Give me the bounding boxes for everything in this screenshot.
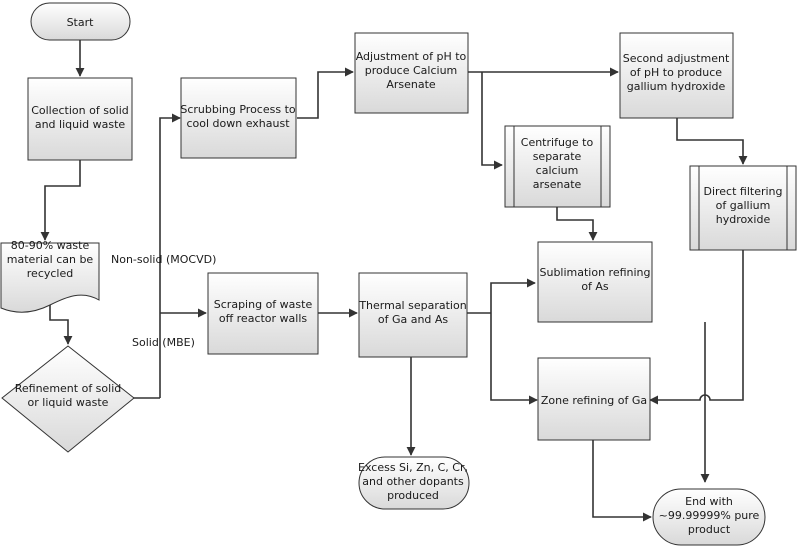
zone-label: Zone refining of Ga bbox=[541, 394, 647, 407]
edge-collection-recycled bbox=[40, 160, 81, 241]
scraping-label-line: Scraping of waste bbox=[214, 298, 313, 311]
adjust-ph-label-line: produce Calcium bbox=[365, 64, 458, 77]
adjust-ph-process bbox=[354, 32, 469, 114]
direct-filter-label-line: of gallium bbox=[716, 199, 771, 212]
refinement-label-line: or liquid waste bbox=[28, 396, 109, 409]
scrubbing-label-line: Scrubbing Process to bbox=[180, 103, 296, 116]
scraping-process bbox=[207, 272, 319, 355]
excess-label-line: produced bbox=[387, 489, 439, 502]
excess-terminal bbox=[358, 456, 470, 510]
collection-label-line: and liquid waste bbox=[35, 118, 126, 131]
edge-to-scrubbing bbox=[159, 113, 181, 398]
edge-adjust-centrifuge bbox=[481, 72, 503, 170]
direct-filter-label-line: Direct filtering bbox=[703, 185, 782, 198]
scrubbing-label-line: cool down exhaust bbox=[186, 117, 290, 130]
edge-label-solid: Solid (MBE) bbox=[132, 336, 195, 349]
centrifuge-label-line: Centrifuge to bbox=[521, 136, 594, 149]
edge-centrifuge-sublimation bbox=[556, 207, 598, 241]
thermal-label-line: Thermal separation bbox=[358, 299, 466, 312]
zone-label-line: Zone refining of Ga bbox=[541, 394, 647, 407]
end-terminal bbox=[652, 488, 766, 546]
centrifuge-subprocess bbox=[504, 125, 611, 208]
edge-thermal-zone bbox=[490, 313, 538, 405]
end-label-line: End with bbox=[685, 495, 733, 508]
connectors bbox=[40, 40, 748, 522]
sublimation-label-line: Sublimation refining bbox=[539, 266, 650, 279]
thermal-label-line: of Ga and As bbox=[378, 313, 449, 326]
centrifuge-label-line: calcium bbox=[536, 164, 579, 177]
collection-label-line: Collection of solid bbox=[31, 104, 129, 117]
refinement-label-line: Refinement of solid bbox=[15, 382, 122, 395]
sublimation-process bbox=[537, 241, 653, 323]
scrubbing-process bbox=[180, 77, 297, 159]
edge-recycled-refinement bbox=[49, 300, 73, 345]
end-label-line: ~99.99999% pure bbox=[659, 509, 760, 522]
second-adjust-process bbox=[619, 32, 734, 119]
edge-filter-zone bbox=[649, 250, 744, 405]
second-adjust-label-line: of pH to produce bbox=[630, 66, 722, 79]
adjust-ph-label-line: Adjustment of pH to bbox=[356, 50, 467, 63]
adjust-ph-label-line: Arsenate bbox=[386, 78, 436, 91]
zone-process bbox=[537, 357, 651, 441]
scraping-label-line: off reactor walls bbox=[219, 312, 308, 325]
direct-filter-subprocess bbox=[689, 165, 797, 251]
edge-label-non-solid: Non-solid (MOCVD) bbox=[111, 253, 216, 266]
recycled-label-line: 80-90% waste bbox=[11, 239, 90, 252]
end-label-line: product bbox=[688, 523, 731, 536]
recycled-document bbox=[0, 242, 100, 313]
second-adjust-label-line: Second adjustment bbox=[623, 52, 730, 65]
edge-scrubbing-adjust bbox=[297, 67, 354, 119]
direct-filter-label-line: hydroxide bbox=[716, 213, 771, 226]
recycled-label-line: material can be bbox=[7, 253, 94, 266]
start-label: Start bbox=[67, 16, 95, 29]
second-adjust-label-line: gallium hydroxide bbox=[627, 80, 726, 93]
start-terminal bbox=[30, 2, 131, 41]
centrifuge-label-line: separate bbox=[533, 150, 582, 163]
recycled-label-line: recycled bbox=[27, 267, 73, 280]
sublimation-label-line: of As bbox=[581, 280, 609, 293]
refinement-decision bbox=[1, 345, 135, 453]
edge-second-filter bbox=[676, 118, 748, 165]
edge-thermal-sublimation bbox=[490, 278, 536, 313]
edge-zone-end bbox=[592, 440, 652, 522]
centrifuge-label-line: arsenate bbox=[533, 178, 582, 191]
subprocess-bars bbox=[513, 126, 788, 250]
excess-label-line: Excess Si, Zn, C, Cr, bbox=[358, 461, 468, 474]
excess-label-line: and other dopants bbox=[362, 475, 464, 488]
start-label-line: Start bbox=[67, 16, 95, 29]
thermal-process bbox=[358, 272, 468, 358]
collection-process bbox=[27, 77, 133, 161]
